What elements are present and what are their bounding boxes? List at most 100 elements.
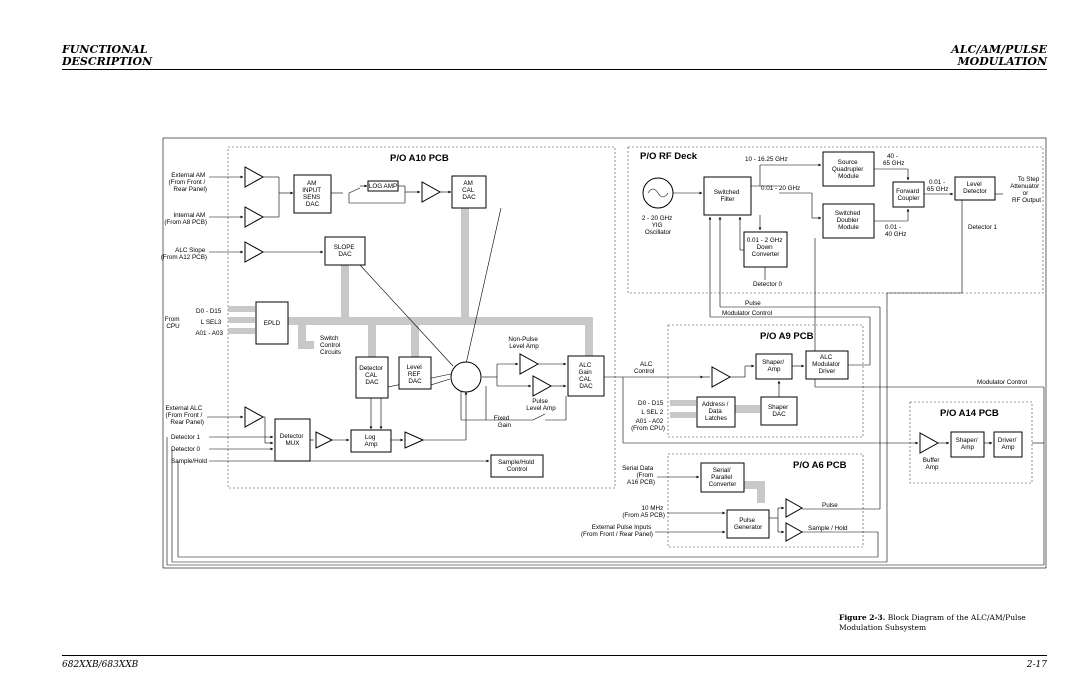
- label-internal-am: Internal AM (From A8 PCB): [164, 212, 207, 226]
- switched-doubler-box: [822, 203, 875, 239]
- log-amp-label: LOG AMP: [369, 183, 397, 190]
- switched-filter-l2: Filter: [721, 196, 735, 203]
- pulse-generator-text: Pulse Generator: [734, 517, 762, 531]
- address-data-latches: Address / Data Latches: [696, 396, 736, 428]
- doubler-range-l2: 40 GHz: [885, 231, 906, 238]
- am-cal-dac: AM CAL DAC: [451, 175, 487, 209]
- shaper-dac: Shaper DAC: [760, 396, 798, 426]
- amp-alc-slope: [244, 241, 265, 263]
- log-amp-2-box: [350, 429, 392, 453]
- alc-gain-l4: DAC: [579, 383, 593, 390]
- label-cpu-lines: D0 - D15 L SEL3 A01 - A03: [195, 308, 223, 337]
- amp-external-alc: [244, 406, 265, 428]
- header-left-line2: DESCRIPTION: [62, 55, 153, 68]
- to-step-l4: RF Output: [1012, 197, 1041, 204]
- a10-title: P/O A10 PCB: [390, 153, 449, 164]
- alc-mod-driver-l2: Modulator: [812, 361, 840, 368]
- label-external-am-l2: (From Front /: [169, 179, 206, 186]
- a14-driver-amp-text: Driver/ Amp: [998, 437, 1018, 451]
- detector-mux-l2: MUX: [286, 440, 301, 447]
- bus-to-detector-dac: [368, 325, 376, 357]
- detector-cal-dac-text: Detector CAL DAC: [359, 365, 385, 386]
- switched-doubler: Switched Doubler Module: [822, 203, 875, 239]
- alc-mod-driver-l3: Driver: [819, 368, 836, 375]
- to-step-label: To Step Attenuator or RF Output: [1010, 176, 1041, 204]
- a14-shaper-amp-l2: Amp: [961, 444, 974, 451]
- level-detector: Level Detector: [954, 176, 996, 201]
- yig-label-l1: 2 - 20 GHz: [642, 215, 672, 222]
- switch-control-circuits: Switch Control Circuits: [320, 335, 342, 356]
- shaper-dac-text: Shaper DAC: [768, 404, 790, 418]
- a9-shaper-amp-l2: Amp: [768, 366, 781, 373]
- footer-model: 682XXB/683XXB: [62, 660, 139, 670]
- buffer-amp-l2: Amp: [926, 464, 939, 471]
- band-10-16-label: 10 - 16.25 GHz: [745, 156, 788, 163]
- detector-mux-l1: Detector: [280, 433, 304, 440]
- pulse-generator-box: [726, 509, 770, 539]
- pulse-amp-label: Pulse Level Amp: [526, 398, 556, 412]
- forward-coupler-l2: Coupler: [897, 195, 919, 202]
- label-cpu-lines-l3: A01 - A03: [195, 330, 223, 337]
- forward-coupler-box: [892, 181, 925, 208]
- a9-title: P/O A9 PCB: [760, 331, 814, 342]
- detector-cal-dac: Detector CAL DAC: [355, 356, 389, 399]
- alc-modulator-driver-text: ALC Modulator Driver: [812, 354, 842, 375]
- alc-gain-l3: CAL: [579, 376, 592, 383]
- ten-mhz-label: 10 MHz (From A5 PCB): [622, 505, 665, 519]
- pulse-mod-wiring: [708, 216, 1045, 509]
- source-quadrupler-l3: Module: [838, 173, 859, 180]
- label-external-am-l1: External AM: [171, 172, 205, 179]
- ext-pulse-l2: (From Front / Rear Panel): [581, 531, 653, 538]
- switched-filter-box: [703, 176, 752, 216]
- sample-hold-control: Sample/Hold Control: [490, 454, 544, 478]
- pulse-out-label: Pulse: [822, 502, 838, 509]
- a14-section: [909, 401, 1033, 484]
- level-detector-l2: Detector: [963, 188, 987, 195]
- down-converter-text: 0.01 - 2 GHz Down Converter: [747, 237, 784, 258]
- a9-cpu-l2: L SEL 2: [641, 409, 663, 416]
- am-input-sens-dac-l1: AM: [307, 180, 316, 187]
- epld-label: EPLD: [264, 320, 281, 327]
- quad-range-l1: 40 -: [887, 153, 898, 160]
- sample-hold-control-box: [490, 454, 544, 478]
- bus-a9-in-1: [670, 400, 696, 406]
- switched-doubler-l1: Switched: [835, 210, 861, 217]
- level-ref-dac-l3: DAC: [408, 378, 422, 385]
- log-amp-2: Log Amp: [350, 429, 392, 453]
- yig-label-l3: Oscillator: [645, 229, 671, 236]
- am-input-sens-dac-text: AM INPUT SENS DAC: [302, 180, 323, 208]
- level-ref-dac-l1: Level: [407, 364, 422, 371]
- switched-doubler-l2: Doubler: [837, 217, 859, 224]
- serial-parallel-l3: Converter: [709, 481, 737, 488]
- label-external-am: External AM (From Front / Rear Panel): [169, 172, 207, 193]
- serial-data-l2: (From: [636, 472, 653, 479]
- bus-cpu-in-2: [228, 317, 255, 323]
- detector-cal-dac-l3: DAC: [365, 379, 379, 386]
- label-detector1-in: Detector 1: [171, 434, 201, 441]
- wire-fixed-gain-switch: [532, 413, 546, 421]
- diagram-frame: [162, 137, 1047, 569]
- sample-hold-control-text: Sample/Hold Control: [498, 459, 536, 473]
- bus-serial-h: [744, 481, 763, 489]
- header-right: ALC/AM/PULSE MODULATION: [951, 44, 1047, 68]
- address-data-latches-text: Address / Data Latches: [702, 401, 730, 422]
- rf-deck-title: P/O RF Deck: [640, 151, 698, 162]
- source-quadrupler-l2: Quadrupler: [832, 166, 864, 173]
- detector-mux: Detector MUX: [274, 418, 311, 462]
- fixed-gain-label: Fixed Gain: [494, 415, 512, 429]
- level-ref-dac-l2: REF: [408, 371, 421, 378]
- pulse-amp-l1: Pulse: [532, 398, 548, 405]
- non-pulse-amp-l1: Non-Pulse: [508, 336, 538, 343]
- bus-cpu-in-3: [228, 328, 255, 334]
- level-detector-l1: Level: [967, 181, 982, 188]
- non-pulse-amp-l2: Level Amp: [509, 343, 539, 350]
- header-right-line2: MODULATION: [957, 55, 1047, 68]
- alc-mod-driver-l1: ALC: [820, 354, 833, 361]
- yig-wave-icon: [647, 188, 669, 198]
- slope-dac: SLOPE DAC: [324, 236, 366, 266]
- label-external-alc-l3: Rear Panel): [170, 419, 204, 426]
- pulse-generator-l1: Pulse: [739, 517, 755, 524]
- am-cal-dac-text: AM CAL DAC: [462, 180, 476, 201]
- latches-l3: Latches: [705, 415, 727, 422]
- sample-hold-control-l2: Control: [507, 466, 527, 473]
